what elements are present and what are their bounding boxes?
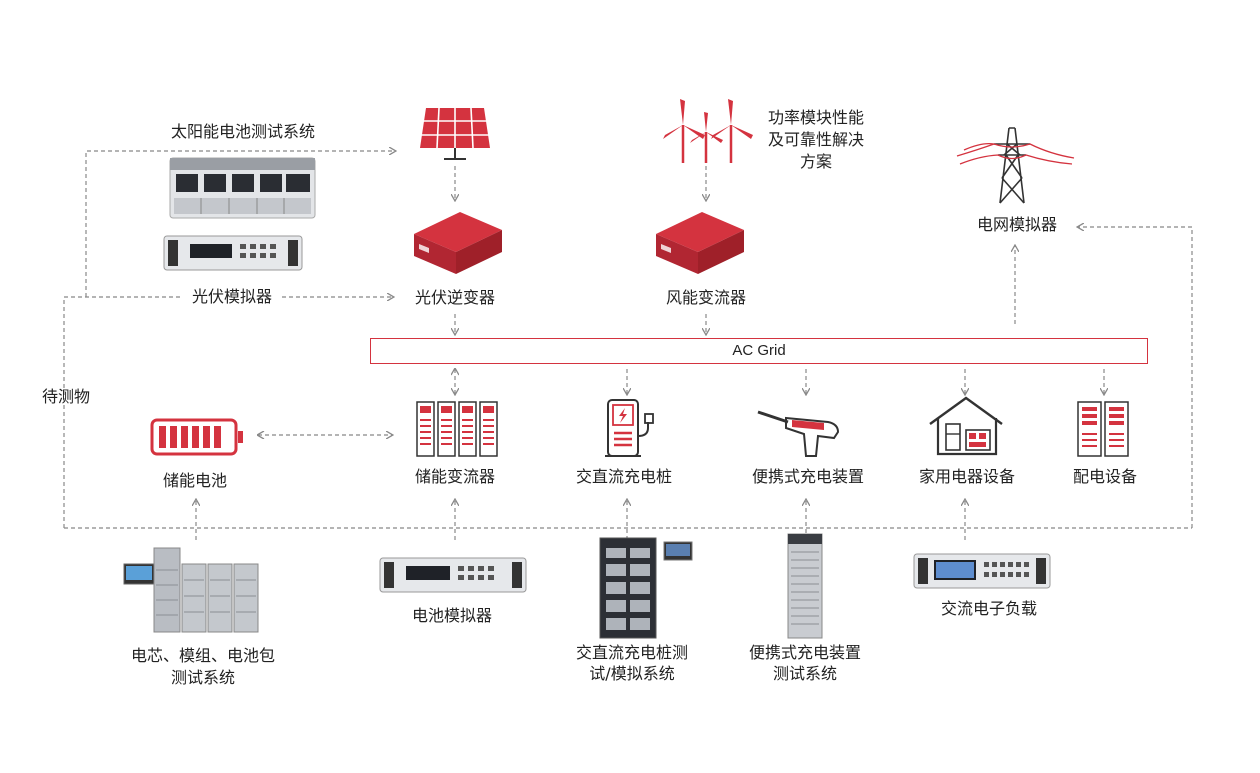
label-pv-inverter: 光伏逆变器 [414, 288, 496, 307]
battery-rack-icon [416, 401, 498, 457]
transmission-tower-icon [956, 127, 1075, 204]
label-energy-storage-converter: 储能变流器 [414, 467, 496, 486]
label-pile-test-2: 试/模拟系统 [589, 664, 675, 683]
connector-right-loop [1078, 227, 1193, 528]
battery-simulator-device [379, 557, 527, 593]
label-energy-storage-battery: 储能电池 [162, 471, 228, 490]
label-grid-simulator: 电网模拟器 [976, 215, 1058, 234]
portable-charger-test-device [787, 533, 823, 639]
charging-pile-icon [605, 399, 654, 457]
inverter-box-icon [656, 212, 744, 274]
solar-test-device [169, 157, 316, 219]
distribution-cabinet-icon [1077, 401, 1129, 457]
ac-load-device [913, 553, 1051, 589]
solar-panel-icon [420, 107, 490, 160]
label-battery-simulator: 电池模拟器 [411, 606, 493, 625]
connector-dut-loop [85, 151, 395, 297]
label-dut: 待测物 [42, 387, 91, 406]
inverter-box-icon [414, 212, 502, 274]
pv-simulator-device [163, 235, 303, 271]
label-portable-charger: 便携式充电装置 [751, 467, 865, 486]
label-pile-test-1: 交直流充电桩测 [575, 643, 689, 662]
house-appliance-icon [929, 396, 1003, 456]
charging-pile-test-device [599, 537, 693, 639]
label-solar-test-system: 太阳能电池测试系统 [170, 122, 316, 141]
charging-gun-icon [757, 410, 840, 457]
label-power-module-2: 及可靠性解决 [767, 130, 865, 149]
label-power-module-3: 方案 [799, 152, 833, 171]
label-power-distribution: 配电设备 [1072, 467, 1138, 486]
label-portable-test-2: 测试系统 [772, 664, 838, 683]
label-ac-load: 交流电子负载 [940, 599, 1038, 618]
label-acdc-charging-pile: 交直流充电桩 [575, 467, 673, 486]
label-pv-simulator: 光伏模拟器 [191, 287, 273, 306]
label-battery-test-1: 电芯、模组、电池包 [130, 646, 276, 665]
ac-grid-bar: AC Grid [370, 338, 1148, 364]
label-power-module-1: 功率模块性能 [767, 108, 865, 127]
battery-icon [150, 418, 243, 456]
wind-turbine-icon [663, 99, 753, 163]
connector-dut-to-pv [63, 296, 182, 528]
battery-test-system-device [123, 547, 259, 633]
label-battery-test-2: 测试系统 [170, 668, 236, 687]
label-portable-test-1: 便携式充电装置 [748, 643, 862, 662]
label-home-appliance: 家用电器设备 [918, 467, 1016, 486]
label-wind-converter: 风能变流器 [665, 288, 747, 307]
